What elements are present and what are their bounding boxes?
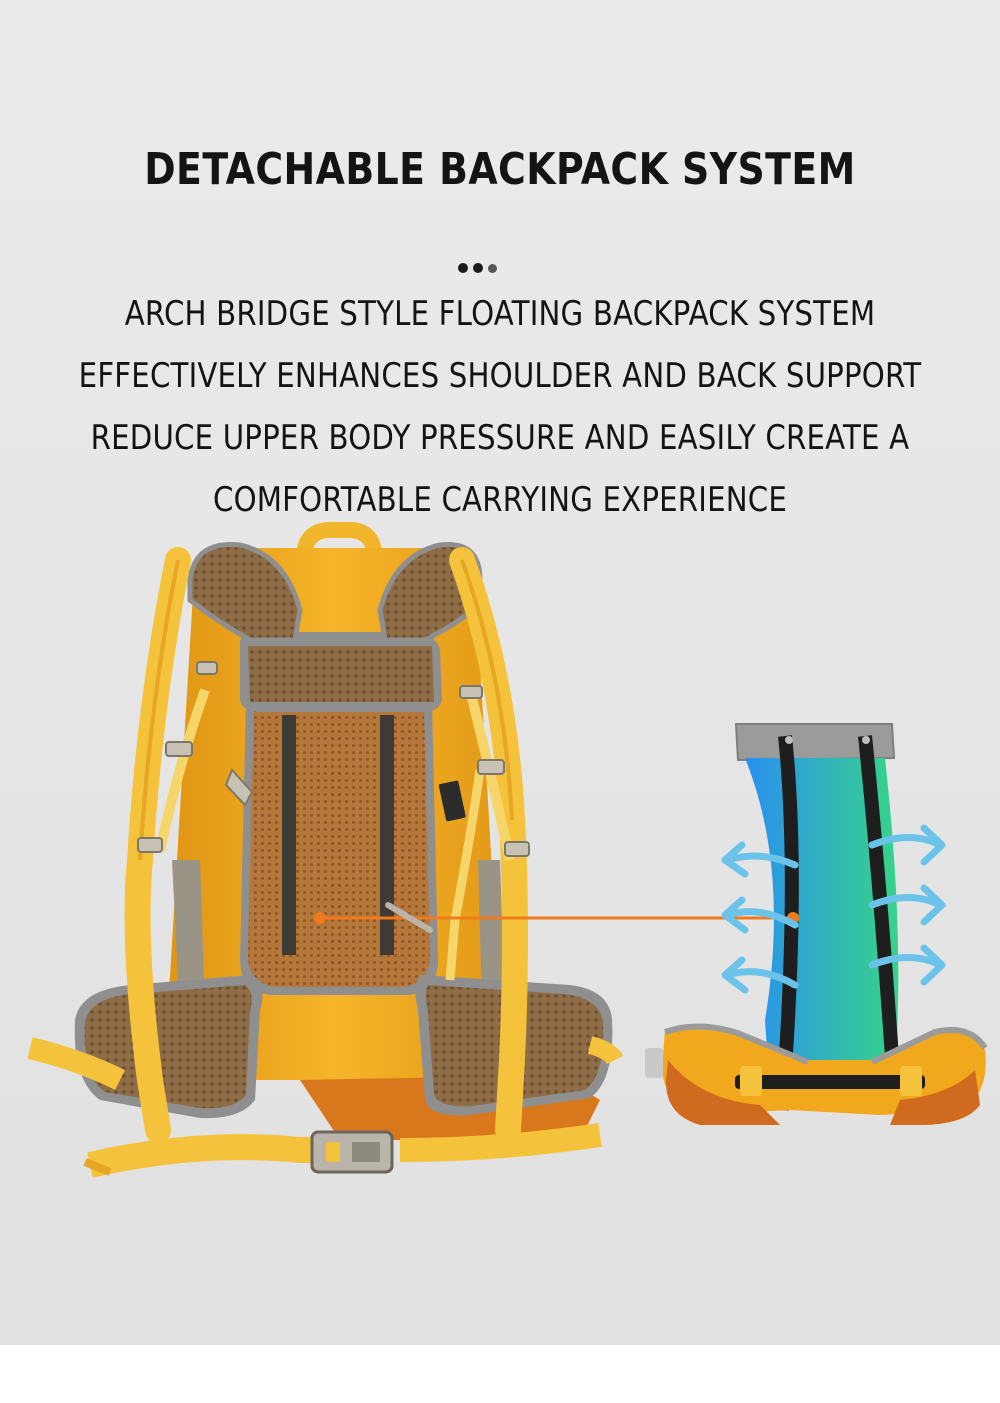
product-banner: DETACHABLE BACKPACK SYSTEM ARCH BRIDGE S… [0, 0, 1000, 1345]
airflow-arrow-icon [721, 824, 946, 994]
page-title: DETACHABLE BACKPACK SYSTEM [144, 144, 856, 195]
buckle-icon [310, 1130, 394, 1174]
description-line-2: EFFECTIVELY ENHANCES SHOULDER AND BACK S… [78, 356, 922, 396]
description-line-4: COMFORTABLE CARRYING EXPERIENCE [212, 480, 788, 520]
description-line-1: ARCH BRIDGE STYLE FLOATING BACKPACK SYST… [124, 294, 876, 334]
ellipsis-dots-icon [458, 263, 508, 275]
description-line-3: REDUCE UPPER BODY PRESSURE AND EASILY CR… [90, 418, 910, 458]
backpack-full-view [27, 522, 790, 1178]
detached-back-panel [645, 723, 988, 1125]
backpack-illustration [27, 522, 988, 1178]
